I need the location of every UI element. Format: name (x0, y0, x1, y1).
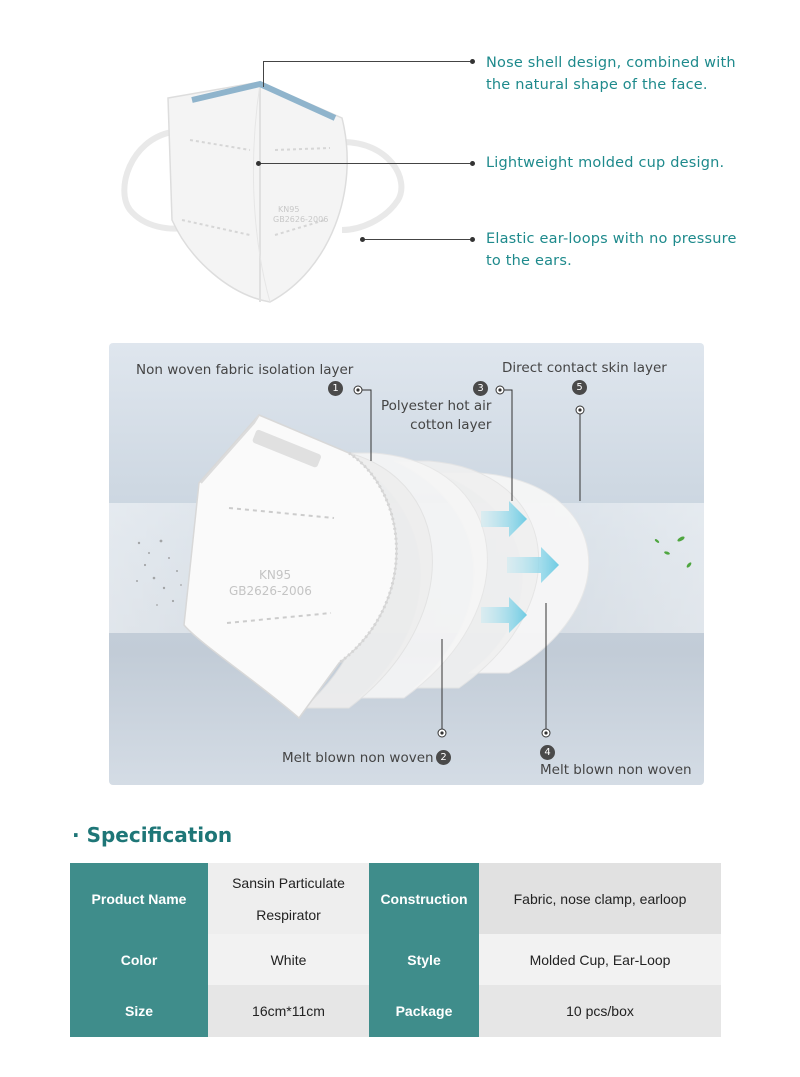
spec-value-size: 16cm*11cm (208, 985, 369, 1037)
table-row: Color White Style Molded Cup, Ear-Loop (70, 934, 721, 985)
layer-2-number: 2 (436, 750, 451, 765)
feature-nose-shell-line1: Nose shell design, combined with (486, 55, 736, 71)
spec-value-construction: Fabric, nose clamp, earloop (479, 863, 721, 934)
feature-ear-loops-line1: Elastic ear-loops with no pressure (486, 231, 737, 247)
layer-3-number: 3 (473, 381, 488, 396)
spec-header-construction: Construction (369, 863, 479, 934)
mask-print-line1: KN95 (278, 205, 299, 214)
specification-table: Product Name Sansin Particulate Respirat… (70, 863, 721, 1037)
callout-line-nose-h (263, 61, 470, 62)
mask-print-line2: GB2626-2006 (273, 215, 328, 224)
spec-value-package: 10 pcs/box (479, 985, 721, 1037)
feature-ear-loops: Elastic ear-loops with no pressure to th… (486, 228, 786, 272)
layer-structure-panel: KN95 GB2626-2006 Non woven fabric isolat… (109, 343, 704, 785)
front-mask-print-line2: GB2626-2006 (229, 584, 312, 598)
layer-structure-graphic: KN95 GB2626-2006 (109, 385, 704, 738)
table-row: Size 16cm*11cm Package 10 pcs/box (70, 985, 721, 1037)
spec-header-package: Package (369, 985, 479, 1037)
callout-dot-loop-start (360, 237, 365, 242)
layer-5-label: Direct contact skin layer (502, 360, 667, 376)
nose-strip (191, 80, 337, 121)
spec-value-color: White (208, 934, 369, 985)
layer-1-label: Non woven fabric isolation layer (136, 362, 354, 378)
table-row: Product Name Sansin Particulate Respirat… (70, 863, 721, 934)
layer-3-label-line2: cotton layer (410, 417, 492, 433)
left-ear-loop (121, 129, 186, 232)
feature-molded-cup: Lightweight molded cup design. (486, 152, 786, 174)
dust-particles (136, 539, 182, 606)
fresh-leaves (654, 536, 692, 568)
spec-value-style: Molded Cup, Ear-Loop (479, 934, 721, 985)
callout-dot-cup (470, 161, 475, 166)
layer-3-label: Polyester hot air cotton layer (381, 397, 491, 435)
spec-value-product-name-line1: Sansin Particulate (232, 874, 345, 891)
flow-arrow-mid (507, 547, 559, 583)
spec-value-product-name: Sansin Particulate Respirator (208, 863, 369, 934)
callout-dot-cup-start (256, 161, 261, 166)
flow-arrow-top (481, 501, 527, 537)
callout-line-cup (258, 163, 470, 164)
spec-header-product-name: Product Name (70, 863, 208, 934)
spec-header-style: Style (369, 934, 479, 985)
flow-arrow-bottom (481, 597, 527, 633)
specification-title: · Specification (72, 823, 232, 847)
mask-product-illustration: KN95 GB2626-2006 (121, 80, 405, 303)
layer-4-label: Melt blown non woven (540, 762, 692, 778)
spec-header-size: Size (70, 985, 208, 1037)
feature-nose-shell-line2: the natural shape of the face. (486, 77, 708, 93)
feature-ear-loops-line2: to the ears. (486, 253, 572, 269)
layer-1-number: 1 (328, 381, 343, 396)
callout-dot-loop (470, 237, 475, 242)
feature-nose-shell: Nose shell design, combined with the nat… (486, 52, 786, 96)
callout-dot-nose (470, 59, 475, 64)
spec-value-product-name-line2: Respirator (256, 906, 321, 923)
specification-title-text: Specification (86, 823, 233, 847)
callout-line-loop (362, 239, 470, 240)
feature-molded-cup-line1: Lightweight molded cup design. (486, 155, 725, 171)
layer-4-number: 4 (540, 745, 555, 760)
callout-line-nose-v (263, 61, 264, 87)
right-ear-loop (341, 139, 405, 233)
front-mask-nose-clip (252, 429, 321, 468)
layer-3-label-line1: Polyester hot air (381, 398, 492, 414)
specification-bullet: · (72, 823, 80, 847)
spec-header-color: Color (70, 934, 208, 985)
layer-5-number: 5 (572, 380, 587, 395)
layer-2-label: Melt blown non woven (282, 750, 434, 766)
front-mask-print-line1: KN95 (259, 568, 291, 582)
